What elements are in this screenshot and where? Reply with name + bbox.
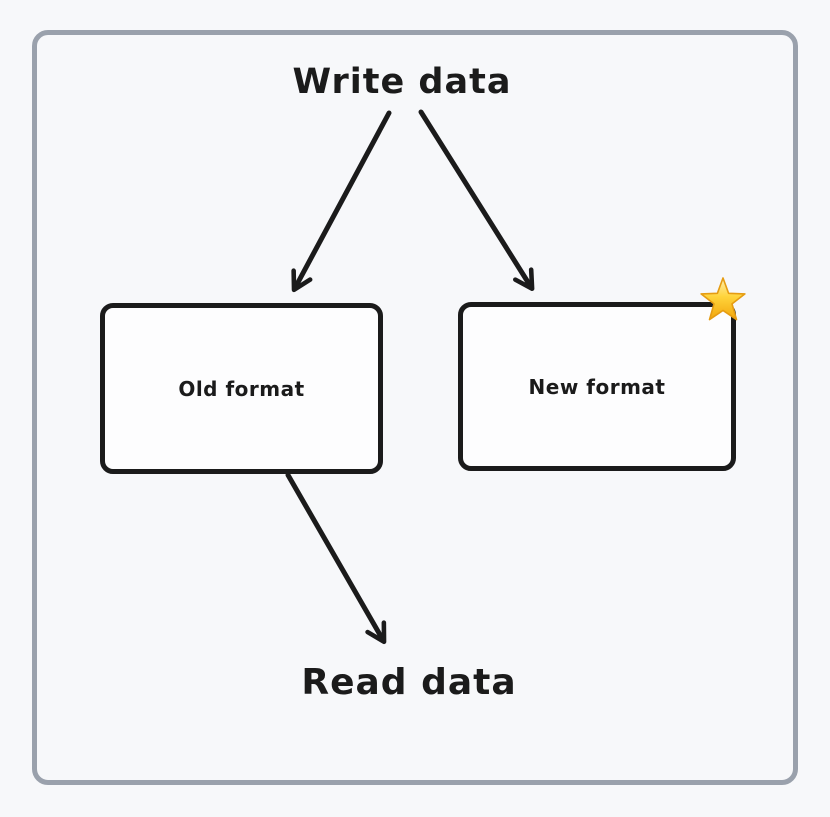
read-data-label: Read data	[301, 662, 517, 703]
star-icon	[700, 277, 746, 321]
write-data-label: Write data	[292, 62, 512, 102]
node-new-format: New format	[458, 302, 736, 471]
node-new-format-label: New format	[528, 374, 666, 399]
diagram-frame	[32, 30, 798, 785]
node-old-format: Old format	[100, 303, 383, 474]
node-old-format-label: Old format	[178, 376, 305, 401]
